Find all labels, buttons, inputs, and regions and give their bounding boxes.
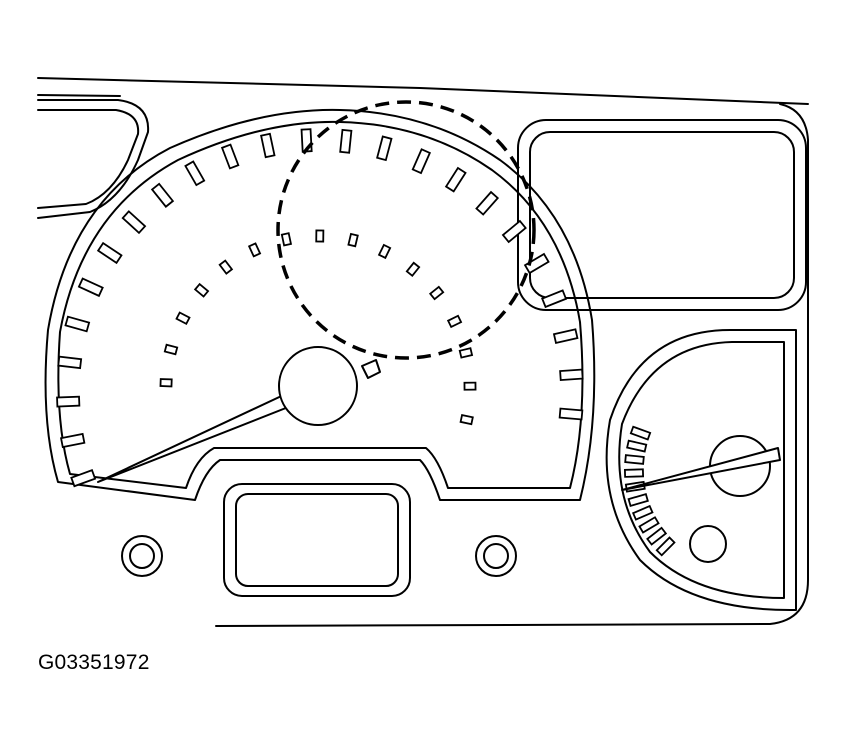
speedometer-minor-tick: [428, 285, 445, 301]
speedometer-inner-ticks: [159, 229, 477, 426]
cluster-top-edge-inner: [37, 94, 121, 97]
small-gauge-housing-inner: [618, 341, 785, 599]
left-indicator-window-inner: [37, 109, 140, 209]
speedometer-minor-tick: [405, 261, 421, 278]
speedometer-major-tick: [56, 395, 81, 408]
odometer-window-outer: [223, 483, 411, 597]
speedometer-minor-tick: [218, 259, 234, 275]
small-gauge-housing-outer: [605, 329, 797, 611]
speedometer-major-tick: [475, 190, 500, 216]
speedometer-major-tick: [70, 469, 97, 488]
speedometer-major-tick: [57, 355, 83, 370]
speedometer-minor-tick: [315, 229, 325, 243]
speedometer-housing-inner: [57, 120, 584, 489]
speedometer-major-tick: [558, 407, 584, 421]
speedometer-major-tick: [77, 277, 104, 298]
small-gauge-tick: [638, 516, 660, 534]
small-gauge-tick: [646, 526, 668, 546]
speedometer-major-tick: [501, 219, 527, 244]
speedometer-major-tick: [64, 315, 91, 333]
small-gauge-tick: [655, 536, 676, 557]
instrument-cluster-diagram: [37, 77, 809, 627]
cluster-bottom-edge: [215, 103, 809, 627]
speedometer-minor-tick: [163, 343, 179, 356]
right-info-window-outer: [517, 119, 807, 311]
dashed-circle-highlight: [276, 100, 536, 360]
speedometer-minor-tick: [459, 413, 474, 426]
small-gauge-tick: [629, 425, 652, 441]
speedometer-major-tick: [411, 148, 432, 175]
small-gauge-tick: [624, 454, 645, 465]
small-gauge-tick: [626, 439, 648, 453]
speedometer-housing-outer: [44, 108, 596, 501]
speedometer-major-tick: [260, 132, 276, 159]
odometer-window-inner: [235, 493, 399, 587]
speedometer-minor-tick: [446, 314, 463, 329]
right-knob-outer: [475, 535, 517, 577]
speedometer-outer-ticks: [56, 128, 584, 488]
right-info-window-inner: [529, 131, 795, 299]
speedometer-stop-pin: [361, 359, 381, 379]
speedometer-major-tick: [376, 135, 393, 162]
speedometer-major-tick: [150, 182, 175, 208]
speedometer-major-tick: [121, 210, 147, 235]
right-knob-inner: [483, 543, 509, 569]
speedometer-minor-tick: [463, 381, 477, 391]
speedometer-hub: [278, 346, 358, 426]
speedometer-major-tick: [59, 432, 86, 449]
left-knob-outer: [121, 535, 163, 577]
speedometer-minor-tick: [458, 347, 474, 359]
speedometer-minor-tick: [347, 232, 359, 248]
speedometer-minor-tick: [175, 311, 191, 326]
speedometer-major-tick: [444, 166, 467, 193]
small-gauge-tick: [623, 468, 645, 478]
speedometer-major-tick: [523, 252, 550, 275]
speedometer-major-tick: [220, 143, 240, 170]
speedometer-needle: [97, 391, 297, 483]
speedometer-minor-tick: [193, 282, 210, 298]
small-gauge-tick: [627, 493, 649, 507]
speedometer-major-tick: [184, 160, 206, 187]
speedometer-major-tick: [339, 128, 353, 154]
speedometer-major-tick: [541, 289, 568, 309]
small-gauge-reset-knob: [689, 525, 727, 563]
speedometer-major-tick: [559, 368, 584, 381]
left-knob-inner: [129, 543, 155, 569]
cluster-top-edge: [37, 77, 809, 105]
speedometer-minor-tick: [247, 242, 262, 258]
speedometer-minor-tick: [280, 232, 293, 247]
figure-id-label: G03351972: [38, 651, 150, 674]
small-gauge-tick: [631, 504, 654, 521]
speedometer-minor-tick: [159, 378, 173, 388]
left-indicator-window: [37, 99, 150, 219]
speedometer-minor-tick: [377, 243, 392, 260]
small-gauge-needle: [621, 447, 781, 491]
small-gauge-ticks: [623, 425, 676, 557]
speedometer-major-tick: [96, 241, 123, 265]
speedometer-major-tick: [552, 328, 579, 345]
